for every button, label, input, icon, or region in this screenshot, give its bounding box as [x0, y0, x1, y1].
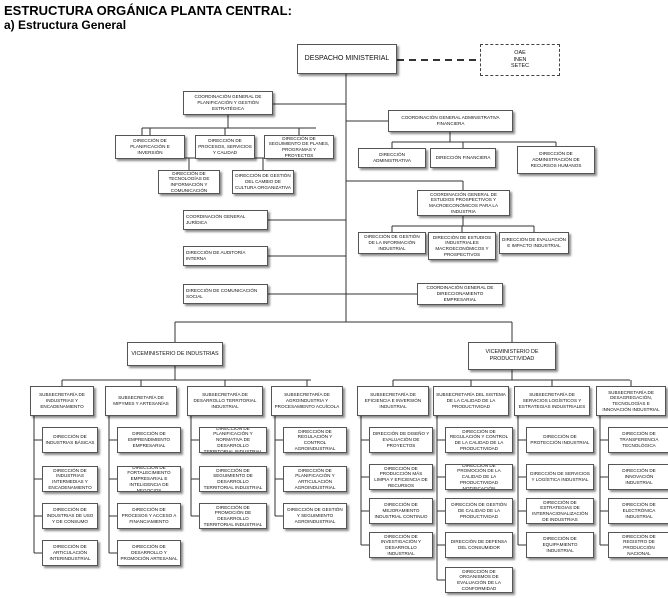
node-cg-direccionamiento: COORDINACIÓN GENERAL DE DIRECCIONAMIENTO… — [417, 283, 503, 305]
node-d-evaluacion: DIRECCIÓN DE EVALUACIÓN E IMPACTO INDUST… — [499, 232, 569, 254]
node-direccion: DIRECCIÓN DE ELECTRÓNICA INDUSTRIAL — [608, 498, 668, 524]
node-direccion: DIRECCIÓN DE PLANIFICACIÓN Y ARTICULACIÓ… — [283, 466, 347, 492]
node-direccion: DIRECCIÓN DE DESARROLLO Y PROMOCIÓN ARTE… — [117, 540, 181, 566]
node-direccion: DIRECCIÓN DE INVESTIGACIÓN Y DESARROLLO … — [369, 532, 433, 558]
node-direccion: DIRECCIÓN DE FORTALECIMIENTO EMPRESARIAL… — [117, 466, 181, 492]
node-ss-eficiencia: SUBSECRETARÍA DE EFICIENCIA E INVERSIÓN … — [357, 386, 429, 416]
node-cg-planificacion: COORDINACIÓN GENERAL DE PLANIFICACIÓN Y … — [183, 91, 273, 115]
node-d-planificacion-inversion: DIRECCIÓN DE PLANIFICACIÓN E INVERSIÓN — [115, 135, 185, 159]
node-ss-territorial: SUBSECRETARÍA DE DESARROLLO TERRITORIAL … — [187, 386, 263, 416]
node-viceministerio-productividad: VICEMINISTERIO DE PRODUCTIVIDAD — [468, 342, 556, 370]
node-direccion: DIRECCIÓN DE PROMOCIÓN DE DESARROLLO TER… — [199, 503, 267, 529]
node-d-info-industrial: DIRECCIÓN DE GESTIÓN DE LA INFORMACIÓN I… — [358, 232, 426, 254]
node-cg-estudios: COORDINACIÓN GENERAL DE ESTUDIOS PROSPEC… — [417, 190, 510, 216]
node-direccion: DIRECCIÓN DE REGULACIÓN Y CONTROL AGROIN… — [283, 427, 347, 453]
node-d-administrativa: DIRECCIÓN ADMINISTRATIVA — [358, 148, 426, 168]
node-entidades-adscritas: OAE INEN SETEC — [480, 44, 560, 76]
node-direccion: DIRECCIÓN DE INDUSTRIAS INTERMEDIAS Y EN… — [42, 466, 98, 492]
node-direccion: DIRECCIÓN DE TRANSFERENCIA TECNOLÓGICA — [608, 427, 668, 453]
node-d-talento: DIRECCIÓN DE ADMINISTRACIÓN DE RECURSOS … — [517, 146, 595, 174]
node-d-financiera: DIRECCIÓN FINANCIERA — [430, 148, 496, 168]
node-direccion: DIRECCIÓN DE INNOVACIÓN INDUSTRIAL — [608, 464, 668, 490]
node-direccion: DIRECCIÓN DE REGULACIÓN Y CONTROL DE LA … — [445, 427, 513, 453]
node-direccion: DIRECCIÓN DE DEFENSA DEL CONSUMIDOR — [445, 532, 513, 558]
node-ss-desagregacion: SUBSECRETARÍA DE DESAGREGACIÓN, TECNOLOG… — [596, 386, 666, 416]
node-ss-calidad: SUBSECRETARÍA DEL SISTEMA DE LA CALIDAD … — [433, 386, 509, 416]
node-ss-industrias: SUBSECRETARÍA DE INDUSTRIAS Y ENCADENAMI… — [30, 386, 94, 416]
node-direccion: DIRECCIÓN DE MEJORAMIENTO INDUSTRIAL CON… — [369, 498, 433, 524]
node-direccion: DIRECCIÓN DE SEGUIMIENTO DE DESARROLLO T… — [199, 466, 267, 492]
node-despacho-ministerial: DESPACHO MINISTERIAL — [297, 44, 397, 74]
node-d-estudios-industriales: DIRECCIÓN DE ESTUDIOS INDUSTRIALES MACRO… — [428, 232, 496, 260]
node-cg-juridica: COORDINACIÓN GENERAL JURÍDICA — [183, 210, 268, 230]
page-title: ESTRUCTURA ORGÁNICA PLANTA CENTRAL: — [4, 3, 292, 18]
node-direccion: DIRECCIÓN DE ORGANISMOS DE EVALUACIÓN DE… — [445, 567, 513, 593]
node-d-seguimiento-planes: DIRECCIÓN DE SEGUIMIENTO DE PLANES, PROG… — [264, 135, 334, 159]
page-subtitle: a) Estructura General — [4, 18, 127, 32]
node-direccion: DIRECCIÓN DE ESTRATEGIAS DE INTERNACIONA… — [526, 498, 594, 524]
node-direccion: DIRECCIÓN DE PROMOCIÓN DE LA CALIDAD DE … — [445, 464, 513, 490]
node-d-procesos-servicios: DIRECCIÓN DE PROCESOS, SERVICIOS Y CALID… — [195, 135, 255, 159]
node-direccion: DIRECCIÓN DE GESTIÓN DE CALIDAD DE LA PR… — [445, 498, 513, 524]
node-direccion: DIRECCIÓN DE INDUSTRIAS BÁSICAS — [42, 427, 98, 453]
node-direccion: DIRECCIÓN DE PROTECCIÓN INDUSTRIAL — [526, 427, 594, 453]
node-ss-agroindustria: SUBSECRETARÍA DE AGROINDUSTRIA Y PROCESA… — [271, 386, 343, 416]
node-direccion: DIRECCIÓN DE REGISTRO DE PRODUCCIÓN NACI… — [608, 532, 668, 558]
node-direccion: DIRECCIÓN DE PROCESOS Y ACCESO A FINANCI… — [117, 503, 181, 529]
node-d-tecnologias: DIRECCIÓN DE TECNOLOGÍAS DE INFORMACIÓN … — [158, 170, 220, 194]
node-direccion: DIRECCIÓN DE PLANIFICACIÓN Y NORMATIVA D… — [199, 427, 267, 453]
node-viceministerio-industrias: VICEMINISTERIO DE INDUSTRIAS — [127, 342, 223, 366]
node-d-auditoria: DIRECCIÓN DE AUDITORÍA INTERNA — [183, 246, 268, 266]
node-direccion: DIRECCIÓN DE INDUSTRIAS DE USO Y DE CONS… — [42, 503, 98, 529]
node-direccion: DIRECCIÓN DE SERVICIOS Y LOGÍSTICA INDUS… — [526, 464, 594, 490]
node-direccion: DIRECCIÓN DE DISEÑO Y EVALUACIÓN DE PROY… — [369, 427, 433, 453]
node-direccion: DIRECCIÓN DE GESTIÓN Y SEGUIMIENTO AGROI… — [283, 503, 347, 529]
node-ss-servicios: SUBSECRETARÍA DE SERVICIOS LOGÍSTICOS Y … — [514, 386, 590, 416]
node-direccion: DIRECCIÓN DE EQUIPAMIENTO INDUSTRIAL — [526, 532, 594, 558]
node-cg-administrativa: COORDINACIÓN GENERAL ADMINISTRATIVA FINA… — [388, 110, 513, 132]
node-d-gestion-cambio: DIRECCIÓN DE GESTIÓN DEL CAMBIO DE CULTU… — [232, 170, 294, 194]
node-ss-mipymes: SUBSECRETARÍA DE MIPYMES Y ARTESANÍAS — [105, 386, 177, 416]
node-d-comunicacion: DIRECCIÓN DE COMUNICACIÓN SOCIAL — [183, 284, 268, 304]
node-direccion: DIRECCIÓN DE PRODUCCIÓN MÁS LIMPIA Y EFI… — [369, 464, 433, 490]
node-direccion: DIRECCIÓN DE EMPRENDIMIENTO EMPRESARIAL — [117, 427, 181, 453]
node-direccion: DIRECCIÓN DE ARTICULACIÓN INTERINDUSTRIA… — [42, 540, 98, 566]
